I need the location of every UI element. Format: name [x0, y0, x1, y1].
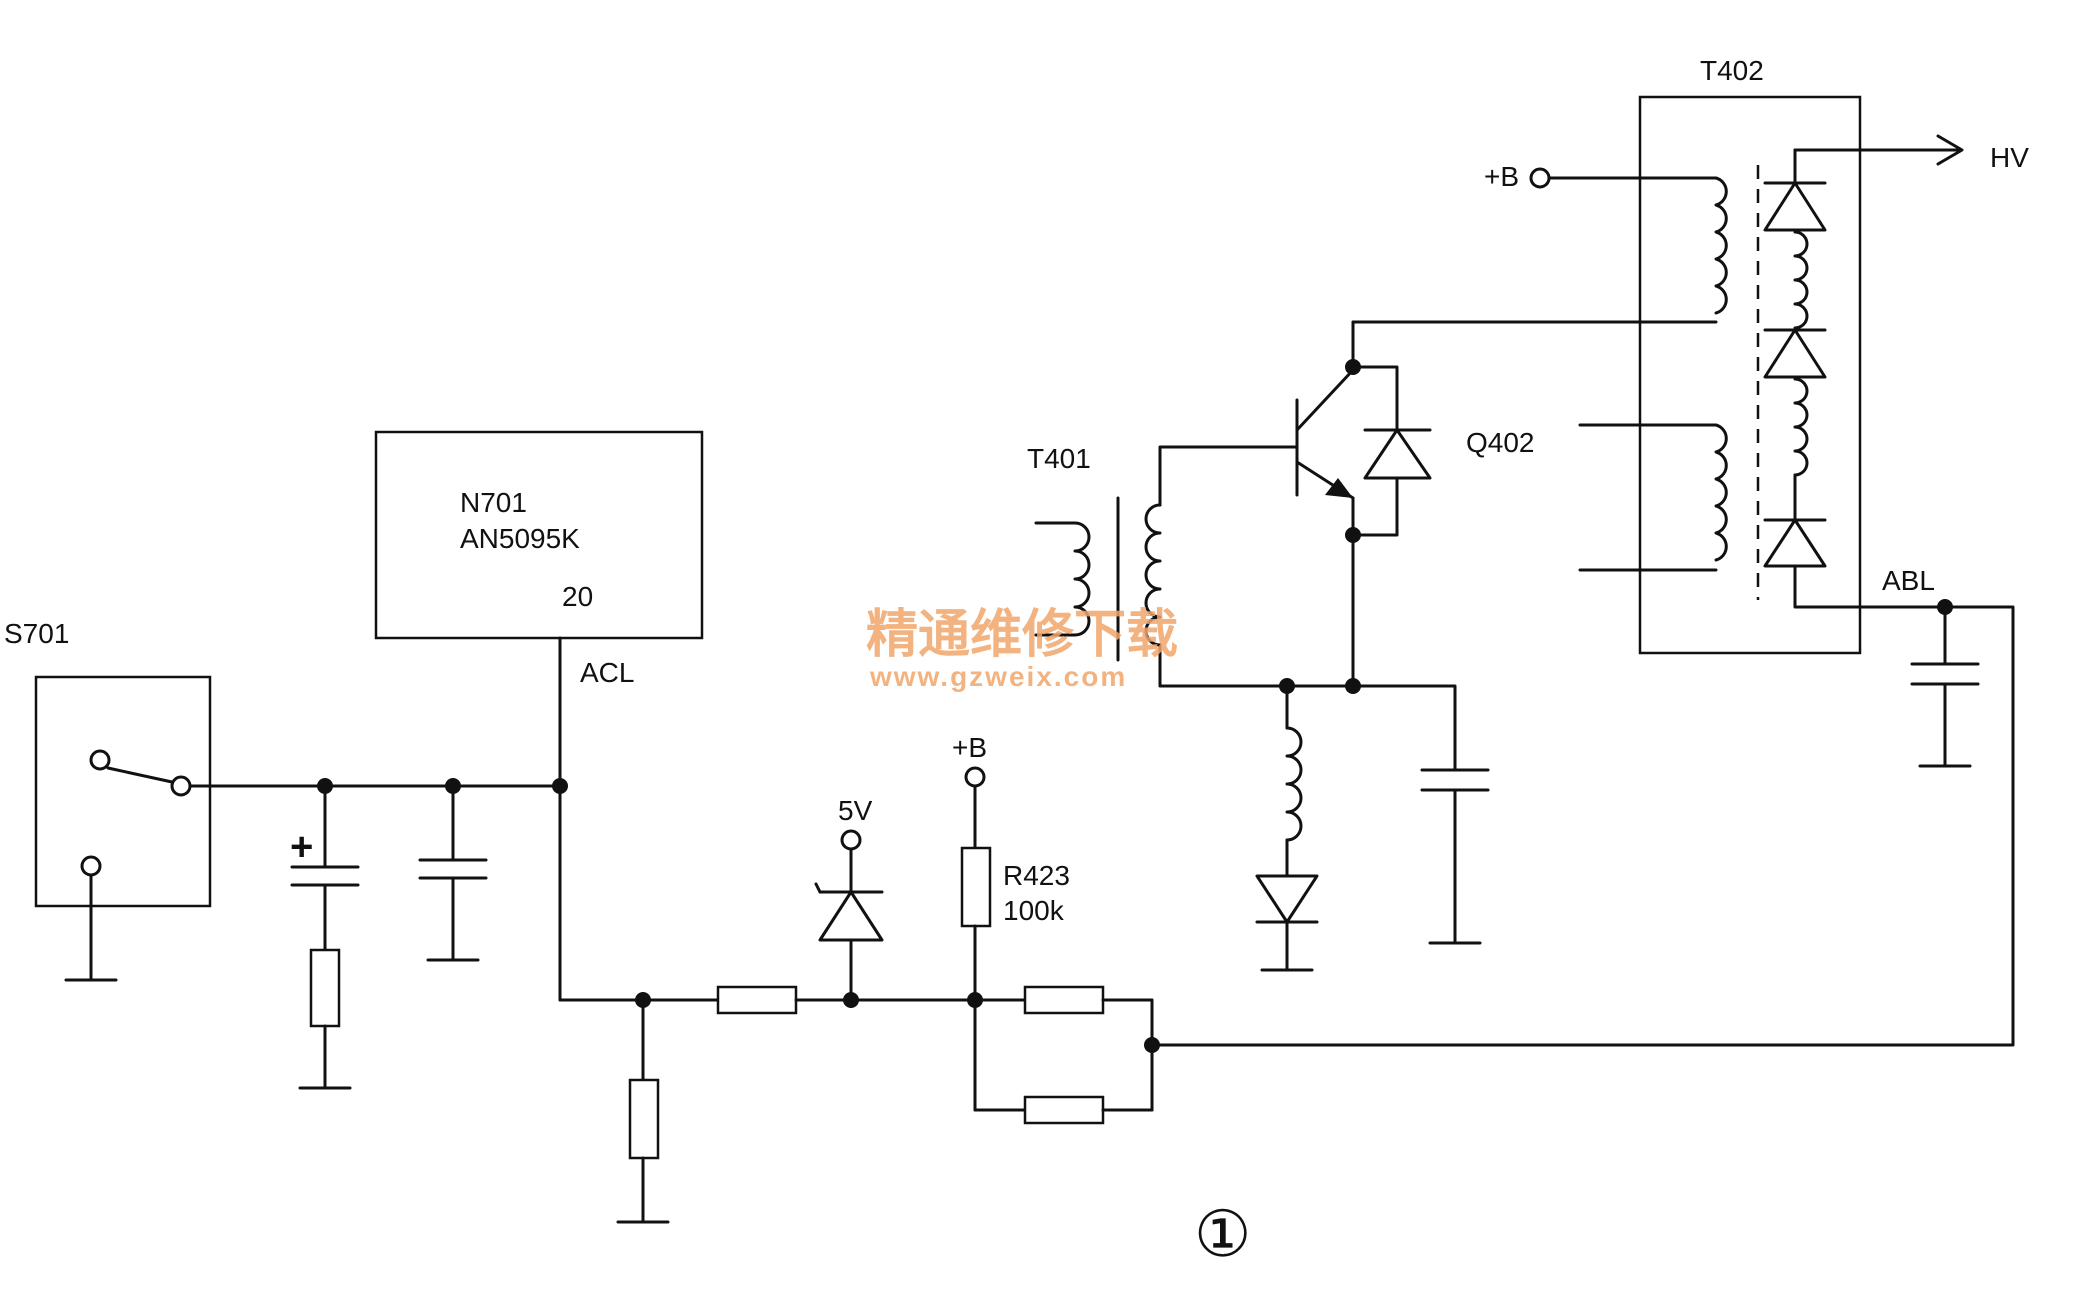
ic-n701	[374, 430, 704, 640]
transformer-t402	[1529, 95, 1964, 655]
capacitor-c2	[1420, 768, 1490, 945]
switch-s701	[34, 675, 212, 982]
watermark-text-cn: 精通维修下载	[866, 605, 1178, 665]
resistor-parallel-pair	[973, 985, 1160, 1125]
label-r423: R423	[1003, 860, 1070, 891]
transistor-q402	[1295, 320, 1642, 688]
resistor-r423	[960, 766, 992, 1002]
label-q402: Q402	[1466, 427, 1535, 458]
label-cap-plus: +	[290, 825, 313, 869]
wire-abl-feedback	[1150, 605, 2015, 1047]
label-abl: ABL	[1882, 565, 1935, 596]
inductor-and-diode	[1255, 684, 1319, 972]
label-acl: ACL	[580, 657, 634, 688]
label-n701: N701	[460, 487, 527, 518]
capacitor-c1	[418, 784, 488, 962]
watermark-url: www.gzweix.com	[869, 661, 1127, 692]
label-plus-b-top: +B	[1484, 161, 1519, 192]
label-pin20: 20	[562, 581, 593, 612]
label-5v: 5V	[838, 795, 873, 826]
label-hv: HV	[1990, 142, 2029, 173]
capacitor-abl	[1910, 605, 1980, 768]
label-s701: S701	[4, 618, 69, 649]
resistor-series	[716, 985, 798, 1015]
label-t401: T401	[1027, 443, 1091, 474]
resistor-ground	[616, 998, 670, 1224]
label-r423-value: 100k	[1003, 895, 1065, 926]
zener-diode-5v	[814, 829, 884, 1002]
label-an5095k: AN5095K	[460, 523, 580, 554]
label-t402: T402	[1700, 55, 1764, 86]
electrolytic-capacitor	[290, 784, 360, 1090]
label-plus-b-mid: +B	[952, 732, 987, 763]
figure-number: ①	[1194, 1198, 1251, 1272]
